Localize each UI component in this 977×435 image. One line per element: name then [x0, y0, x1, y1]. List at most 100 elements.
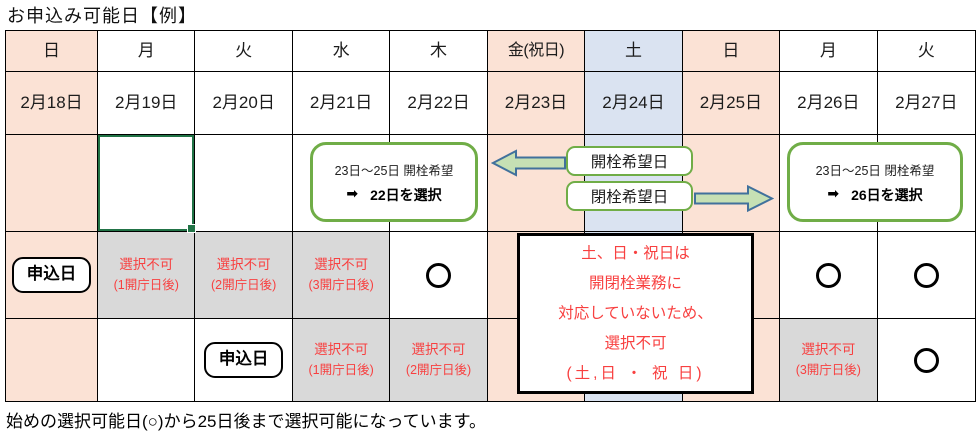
cell-selection-border — [98, 135, 197, 233]
available-cell[interactable] — [877, 232, 975, 319]
date-cell[interactable]: 2月27日 — [877, 72, 975, 135]
notice-line: (土,日 ・ 祝 日) — [566, 364, 705, 382]
weekend-notice-box: 土、日・祝日は 開閉栓業務に 対応していないため、 選択不可 (土,日 ・ 祝 … — [517, 233, 754, 394]
date-label: 2月27日 — [895, 92, 958, 112]
black-right-arrow-icon: ➡ — [346, 184, 359, 201]
date-cell[interactable]: 2月21日 — [292, 72, 391, 135]
dow-cell-tue1[interactable]: 火 — [195, 31, 293, 72]
unavailable-reason: (2開庁日後) — [405, 363, 472, 378]
open-request-label: 開栓希望日 — [566, 146, 693, 176]
apply-day-cell[interactable]: 申込日 — [195, 319, 293, 401]
available-mark — [815, 262, 841, 288]
date-label: 2月23日 — [504, 92, 568, 112]
unavailable-label: 選択不可 — [314, 256, 369, 272]
date-label: 2月19日 — [115, 92, 178, 112]
close-instruction-range: 23日～25日 閉栓希望 — [815, 163, 935, 178]
dow-label: 木 — [430, 40, 448, 60]
right-block-arrow-icon — [694, 184, 774, 213]
date-label: 2月21日 — [309, 92, 373, 112]
empty-cell[interactable] — [98, 319, 196, 401]
date-cell[interactable]: 2月24日 — [585, 72, 683, 135]
dow-cell-fri-holiday[interactable]: 金(祝日) — [487, 31, 586, 72]
apply-day-box: 申込日 — [203, 342, 284, 378]
apply-day-cell[interactable]: 申込日 — [6, 232, 98, 319]
date-label: 2月22日 — [407, 92, 470, 112]
unavailable-cell[interactable]: 選択不可 (2開庁日後) — [390, 319, 488, 401]
unavailable-cell[interactable]: 選択不可 (3開庁日後) — [780, 319, 878, 401]
footer-note: 始めの選択可能日(○)から25日後まで選択可能になっています。 — [6, 412, 486, 431]
unavailable-reason: (1開庁日後) — [113, 278, 179, 293]
dow-label: 月 — [137, 40, 155, 60]
dow-cell-wed[interactable]: 水 — [292, 31, 391, 72]
left-block-arrow-icon — [491, 149, 566, 177]
unavailable-reason: (1開庁日後) — [308, 363, 374, 378]
available-mark — [426, 262, 452, 288]
unavailable-label: 選択不可 — [119, 256, 174, 272]
close-request-label: 閉栓希望日 — [566, 181, 693, 211]
unavailable-label: 選択不可 — [216, 256, 271, 272]
selection-fill-handle[interactable] — [187, 224, 197, 233]
unavailable-cell[interactable]: 選択不可 (2開庁日後) — [195, 232, 293, 319]
unavailable-label: 選択不可 — [314, 341, 369, 357]
dow-cell-sat[interactable]: 土 — [585, 31, 683, 72]
unavailable-label: 選択不可 — [411, 341, 466, 357]
open-instruction-box: 23日～25日 開栓希望 ➡ 22日を選択 — [310, 142, 478, 222]
date-cell[interactable]: 2月23日 — [487, 72, 586, 135]
available-cell[interactable] — [878, 319, 975, 401]
dow-cell-mon2[interactable]: 月 — [780, 31, 878, 72]
empty-cell[interactable] — [682, 135, 781, 232]
open-instruction-range: 23日～25日 開栓希望 — [334, 163, 454, 178]
date-label: 2月24日 — [602, 92, 665, 112]
notice-line: 開閉栓業務に — [588, 274, 682, 292]
dow-label: 火 — [917, 40, 935, 60]
calendar-table: 日 月 火 水 木 金(祝日) 土 日 月 火 2月18日 2月19日 2月20… — [5, 30, 976, 402]
close-instruction-box: 23日～25日 閉栓希望 ➡ 26日を選択 — [787, 142, 963, 222]
date-cell[interactable]: 2月26日 — [780, 72, 878, 135]
date-label: 2月18日 — [20, 92, 83, 112]
close-instruction-action: 26日を選択 — [851, 186, 923, 203]
date-cell[interactable]: 2月22日 — [390, 72, 488, 135]
date-cell[interactable]: 2月25日 — [682, 72, 781, 135]
close-request-text: 閉栓希望日 — [590, 189, 669, 206]
date-cell[interactable]: 2月18日 — [6, 72, 98, 135]
dow-cell-mon1[interactable]: 月 — [98, 31, 196, 72]
empty-cell[interactable] — [6, 319, 98, 401]
dow-label: 金(祝日) — [507, 42, 565, 60]
empty-cell[interactable] — [877, 135, 975, 232]
unavailable-cell[interactable]: 選択不可 (1開庁日後) — [98, 232, 196, 319]
unavailable-cell[interactable]: 選択不可 (1開庁日後) — [292, 319, 391, 401]
unavailable-cell[interactable]: 選択不可 (3開庁日後) — [292, 232, 391, 319]
open-request-text: 開栓希望日 — [590, 154, 669, 171]
open-instruction-action: 22日を選択 — [370, 186, 442, 203]
dow-label: 日 — [43, 40, 60, 60]
unavailable-reason: (3開庁日後) — [795, 363, 861, 378]
dow-cell-thu[interactable]: 木 — [390, 31, 488, 72]
date-label: 2月20日 — [212, 92, 275, 112]
dow-cell-tue2[interactable]: 火 — [877, 31, 975, 72]
dow-cell-sun2[interactable]: 日 — [682, 31, 781, 72]
available-mark — [913, 262, 939, 288]
date-label: 2月26日 — [797, 92, 860, 112]
notice-line: 対応していないため、 — [558, 304, 713, 322]
empty-cell[interactable] — [390, 135, 488, 232]
unavailable-reason: (2開庁日後) — [211, 278, 277, 293]
dow-label: 日 — [722, 40, 740, 60]
dow-label: 火 — [235, 40, 253, 60]
dow-cell-sun1[interactable]: 日 — [6, 31, 98, 72]
notice-line: 選択不可 — [604, 334, 667, 352]
empty-cell[interactable] — [6, 135, 98, 232]
apply-day-box: 申込日 — [11, 257, 92, 293]
unavailable-reason: (3開庁日後) — [308, 278, 374, 293]
date-label: 2月25日 — [699, 92, 763, 112]
black-right-arrow-icon: ➡ — [827, 184, 840, 201]
unavailable-label: 選択不可 — [801, 341, 856, 357]
selected-cell[interactable] — [98, 135, 197, 233]
date-cell[interactable]: 2月19日 — [98, 72, 196, 135]
available-cell[interactable] — [390, 232, 488, 319]
dow-label: 水 — [332, 40, 350, 60]
empty-cell[interactable] — [195, 135, 293, 232]
notice-line: 土、日・祝日は — [581, 244, 690, 262]
available-cell[interactable] — [780, 232, 878, 319]
date-cell[interactable]: 2月20日 — [195, 72, 293, 135]
